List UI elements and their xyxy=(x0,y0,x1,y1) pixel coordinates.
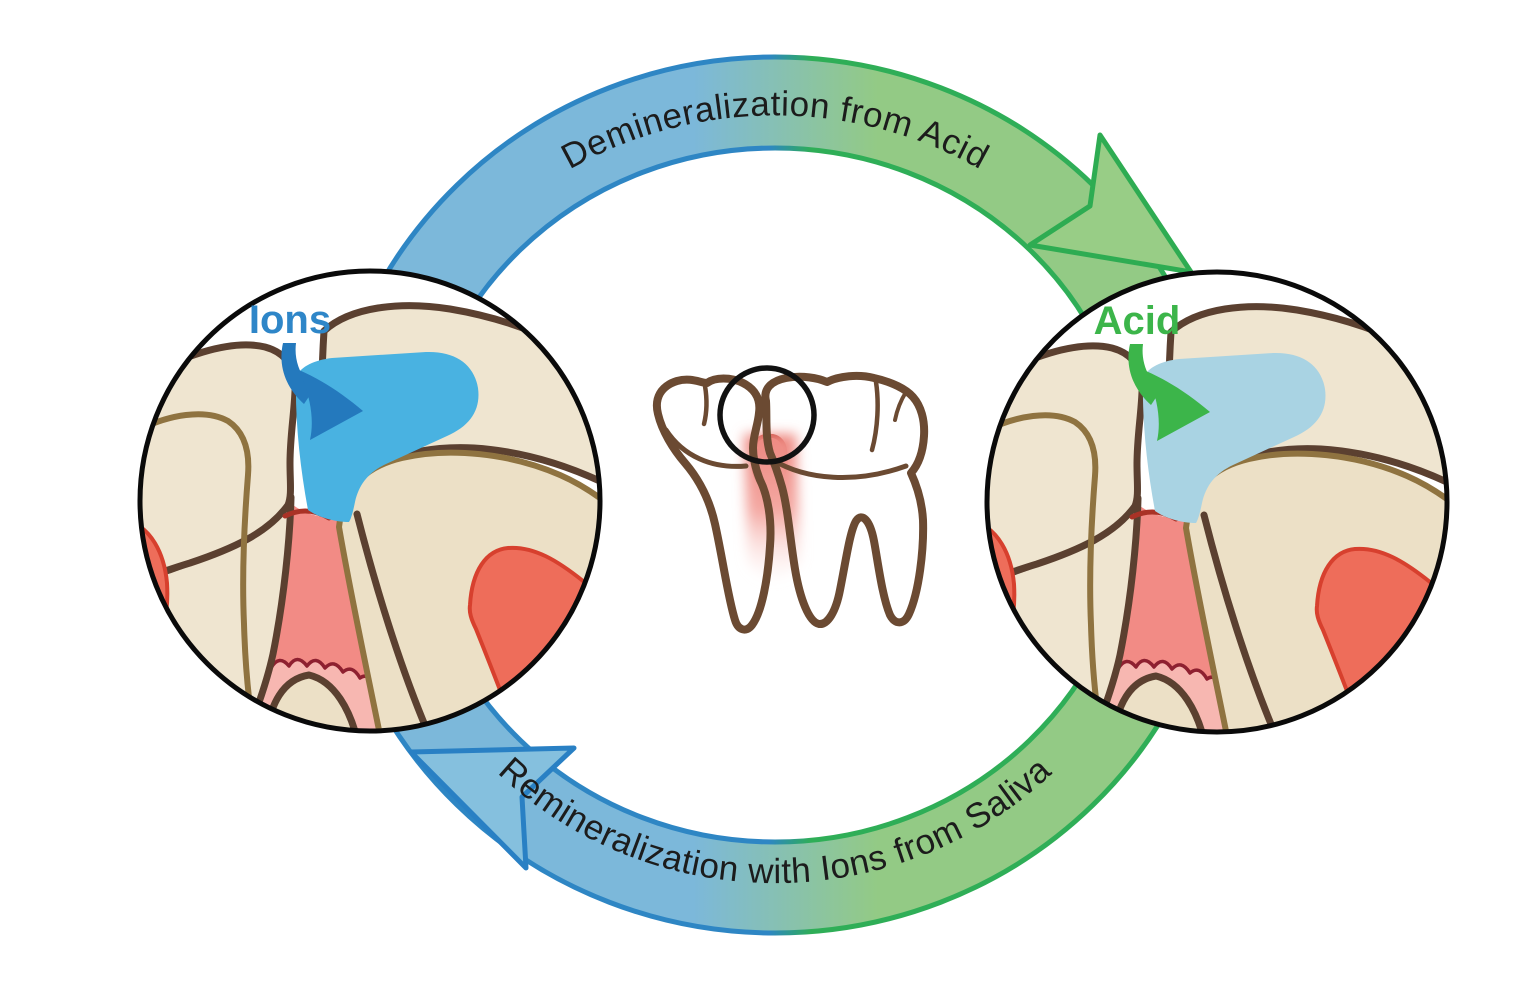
left-inset-content xyxy=(130,271,608,747)
left-inset-border xyxy=(137,268,603,734)
demineralization-arrowhead-icon xyxy=(1027,132,1194,275)
right-inset-border xyxy=(984,269,1450,735)
acid-arrow-icon xyxy=(1146,371,1210,441)
ions-label: Ions xyxy=(249,298,331,342)
right-inset-content xyxy=(977,272,1455,748)
ions-arrow-tail-icon xyxy=(281,343,314,404)
acid-arrow-tail-icon xyxy=(1128,344,1161,405)
right-molar xyxy=(761,371,929,628)
left-molar-groove xyxy=(701,383,709,427)
remineralization-arrowhead-icon xyxy=(408,745,577,871)
right-molar-groove xyxy=(869,379,880,453)
right-molar-cervical-line xyxy=(770,457,909,480)
acid-label: Acid xyxy=(1094,299,1181,343)
ions-arrow-icon xyxy=(299,370,363,440)
left-molar xyxy=(653,374,775,634)
left-inset: Ions xyxy=(130,268,608,747)
left-molar-cervical-line xyxy=(663,427,749,469)
contact-point-highlight-circle xyxy=(717,365,817,465)
right-molar-notch xyxy=(893,390,908,422)
right-inset: Acid xyxy=(977,269,1455,748)
center-teeth xyxy=(653,365,929,634)
